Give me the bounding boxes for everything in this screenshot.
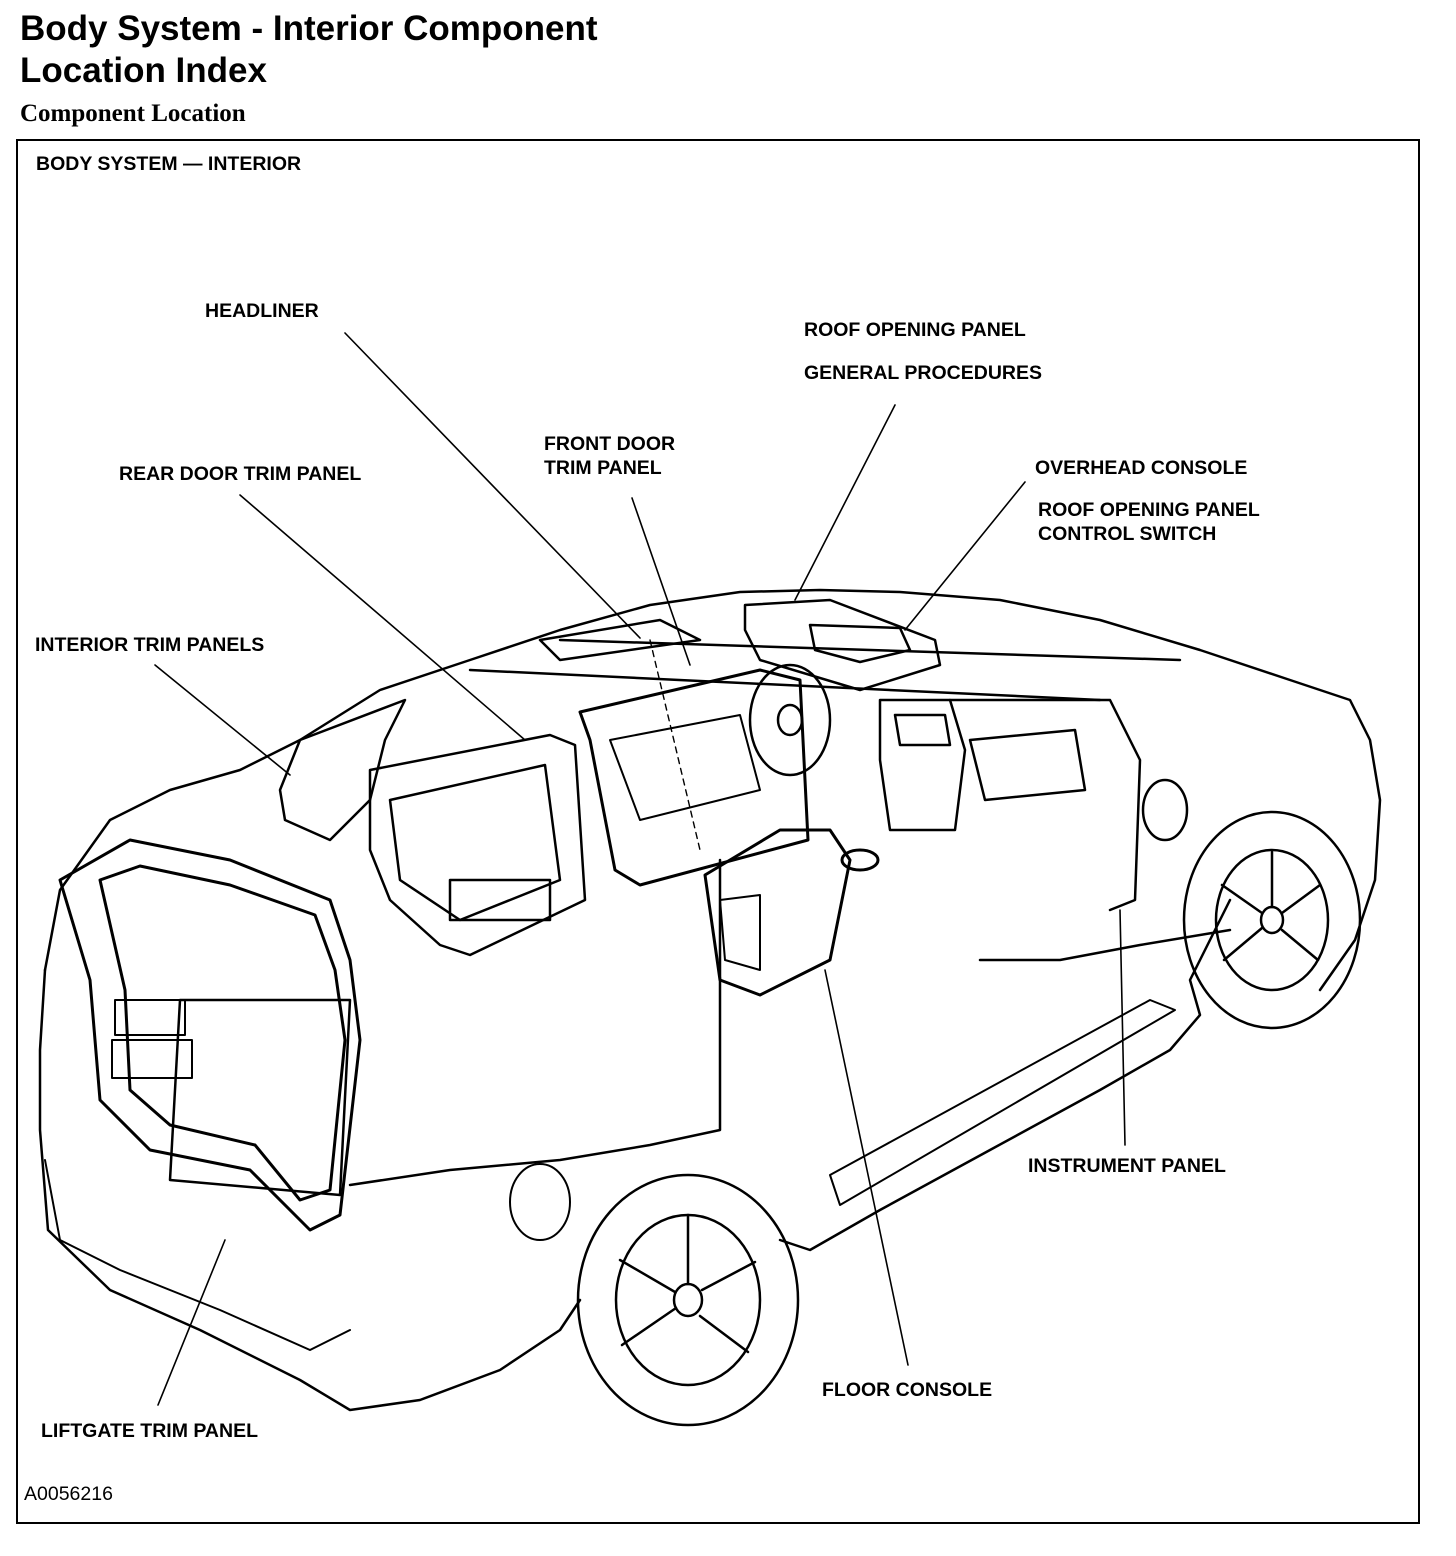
leader-roof-opening-panel [794,404,896,601]
page-title: Body System - Interior Component Locatio… [20,8,920,92]
label-general-procedures: GENERAL PROCEDURES [804,362,1043,384]
label-roof-opening-panel-control-switch-line-2: CONTROL SWITCH [1038,523,1217,545]
figure-id: A0056216 [24,1483,113,1505]
leader-overhead-console [904,481,1026,631]
label-floor-console: FLOOR CONSOLE [822,1379,993,1401]
label-instrument-panel: INSTRUMENT PANEL [1028,1155,1226,1177]
label-front-door-trim-panel: FRONT DOOR TRIM PANEL [544,432,675,480]
liftgate [44,838,362,1351]
label-headliner: HEADLINER [205,300,319,322]
speaker-grille [111,999,193,1079]
front-door-panel [578,668,810,887]
label-front-door-trim-panel-line-1: FRONT DOOR [544,433,676,455]
leader-headliner [344,332,641,639]
leader-rear-door-trim-panel [239,494,526,741]
label-roof-opening-panel: ROOF OPENING PANEL [804,319,1026,341]
leader-front-door-hidden [649,639,701,851]
page-title-line-2: Location Index [20,51,267,90]
section-subtitle: Component Location [20,100,246,127]
label-overhead-console: OVERHEAD CONSOLE [1035,457,1248,479]
front-wheel [1182,810,1362,1030]
running-board [829,999,1176,1206]
vehicle-body [38,588,1382,1412]
page-title-line-1: Body System - Interior Component [20,9,598,48]
label-rear-door-trim-panel: REAR DOOR TRIM PANEL [119,463,362,485]
leader-interior-trim-panels [154,664,291,776]
leader-instrument-panel [1119,909,1126,1146]
roof-opening [538,598,942,692]
label-interior-trim-panels: INTERIOR TRIM PANELS [35,634,265,656]
leader-floor-console [824,969,909,1366]
label-liftgate-trim-panel: LIFTGATE TRIM PANEL [41,1420,259,1442]
floor-console-art [703,828,880,997]
leader-lines-dashed [649,639,701,851]
rear-wheel [576,1173,800,1427]
interior-trim-pillar [278,698,407,842]
figure-frame [16,139,1420,1524]
label-front-door-trim-panel-line-2: TRIM PANEL [544,457,662,479]
figure-caption: BODY SYSTEM — INTERIOR [36,153,302,175]
label-roof-opening-panel-control-switch: ROOF OPENING PANEL CONTROL SWITCH [1038,498,1260,546]
leader-lines [154,332,1126,1406]
label-roof-opening-panel-control-switch-line-1: ROOF OPENING PANEL [1038,499,1260,521]
instrument-panel-art [748,663,1189,912]
leader-front-door-trim-panel [631,497,691,666]
fuel-door [509,1163,571,1241]
rear-door-panel [368,733,587,957]
leader-liftgate-trim-panel [157,1239,226,1406]
